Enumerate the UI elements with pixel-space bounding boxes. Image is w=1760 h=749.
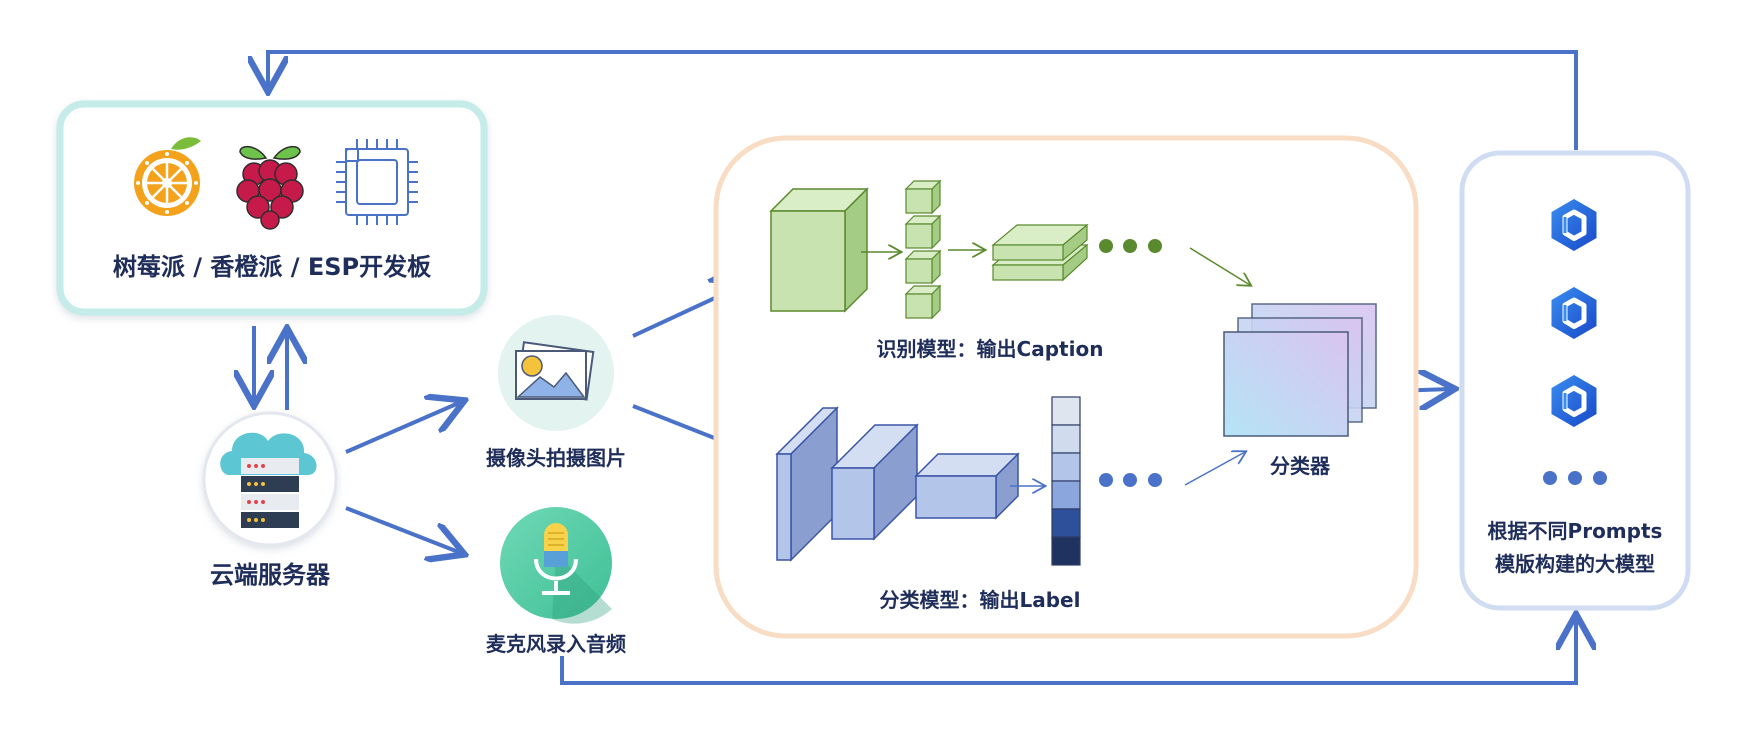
cloud-to-camera-arrow — [345, 402, 461, 454]
esp-chip-icon — [336, 139, 418, 225]
recognition-model-label: 识别模型：输出Caption — [876, 337, 1104, 361]
devices-label: 树莓派 / 香橙派 / ESP开发板 — [112, 253, 432, 281]
feature-vector — [1051, 396, 1081, 566]
audio-arrow-bottom — [560, 618, 1576, 685]
cloud-server-label: 云端服务器 — [210, 561, 330, 589]
classification-model-label: 分类模型：输出Label — [879, 588, 1081, 612]
cloud-to-mic-arrow — [345, 506, 461, 553]
orange-pi-icon — [134, 137, 201, 216]
feedback-arrow-top — [268, 50, 1578, 150]
classifier-label: 分类器 — [1270, 454, 1330, 478]
llm-panel — [1459, 150, 1691, 611]
image-icon — [498, 315, 614, 431]
recognition-model-graphic — [769, 179, 1250, 320]
microphone-label: 麦克风录入音频 — [486, 632, 626, 656]
llm-label-line2: 模版构建的大模型 — [1495, 552, 1655, 576]
raspberry-pi-icon — [236, 145, 304, 230]
classification-model-graphic — [775, 406, 1020, 562]
model-panel — [713, 135, 1419, 639]
connectors — [254, 50, 1578, 685]
microphone-icon — [500, 507, 612, 624]
camera-label: 摄像头拍摄图片 — [486, 446, 626, 470]
cloud-server-icon — [202, 411, 338, 547]
llm-label-line1: 根据不同Prompts — [1487, 519, 1663, 543]
classifier-graphic — [1223, 303, 1377, 437]
device-panel — [56, 100, 488, 316]
